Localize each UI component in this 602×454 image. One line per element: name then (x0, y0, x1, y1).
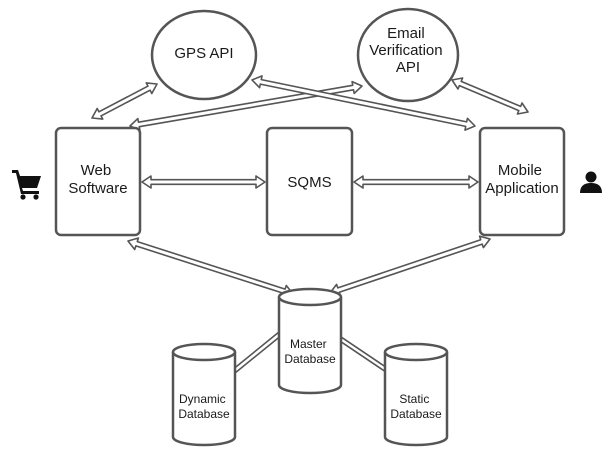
web-software-node: Web Software (54, 126, 142, 237)
dynamic-db-label-line2: Database (178, 407, 230, 421)
connector-web-software-to-gps-api (91, 82, 158, 120)
email-api-label-line2: Verification (369, 42, 442, 59)
master-database-node: Master Database (277, 287, 343, 395)
web-software-label-line1: Web (81, 162, 112, 179)
gps-api-label: GPS API (174, 45, 233, 62)
static-db-label-line1: Static (399, 392, 429, 406)
connector-sqms-to-mobile-app (353, 175, 479, 189)
mobile-application-node: Mobile Application (478, 126, 566, 237)
shopping-cart-icon (12, 170, 41, 200)
svg-text:Mobile Application: Mobile Application (485, 162, 558, 197)
static-database-node: Static Database (383, 342, 449, 447)
svg-text:Web Software: Web Software (68, 162, 127, 197)
user-icon (580, 171, 602, 193)
connector-mobile-app-to-email-api (451, 77, 529, 115)
sqms-label: SQMS (287, 174, 331, 191)
email-verification-api-node: Email Verification API (356, 7, 460, 103)
sqms-node: SQMS (265, 126, 354, 237)
connector-web-software-to-master-db (127, 237, 294, 298)
connector-master-db-to-dynamic-db (230, 330, 284, 375)
web-software-label-line2: Software (68, 180, 127, 197)
svg-text:Static Database: Static Database (390, 392, 442, 421)
connector-mobile-app-to-master-db (329, 235, 491, 297)
svg-text:SQMS: SQMS (287, 174, 331, 191)
svg-text:Dynamic Database: Dynamic Database (178, 392, 230, 421)
connections-layer (91, 75, 529, 376)
master-db-label-line2: Database (284, 352, 336, 366)
connector-web-software-to-sqms (141, 175, 266, 189)
static-db-label-line2: Database (390, 407, 442, 421)
svg-text:GPS API: GPS API (174, 45, 233, 62)
gps-api-node: GPS API (150, 9, 258, 101)
mobile-app-label-line1: Mobile (498, 162, 542, 179)
master-db-label-line1: Master (290, 337, 327, 351)
email-api-label-line3: API (396, 59, 420, 76)
connector-mobile-app-to-gps-api (251, 75, 476, 131)
connector-web-software-to-email-api (129, 80, 363, 132)
dynamic-database-node: Dynamic Database (171, 342, 237, 447)
mobile-app-label-line2: Application (485, 180, 558, 197)
svg-text:Master Database: Master Database (284, 337, 336, 366)
email-api-label-line1: Email (387, 25, 425, 42)
svg-text:Email Verification: Email Verification API (369, 25, 447, 76)
dynamic-db-label-line1: Dynamic (179, 392, 226, 406)
